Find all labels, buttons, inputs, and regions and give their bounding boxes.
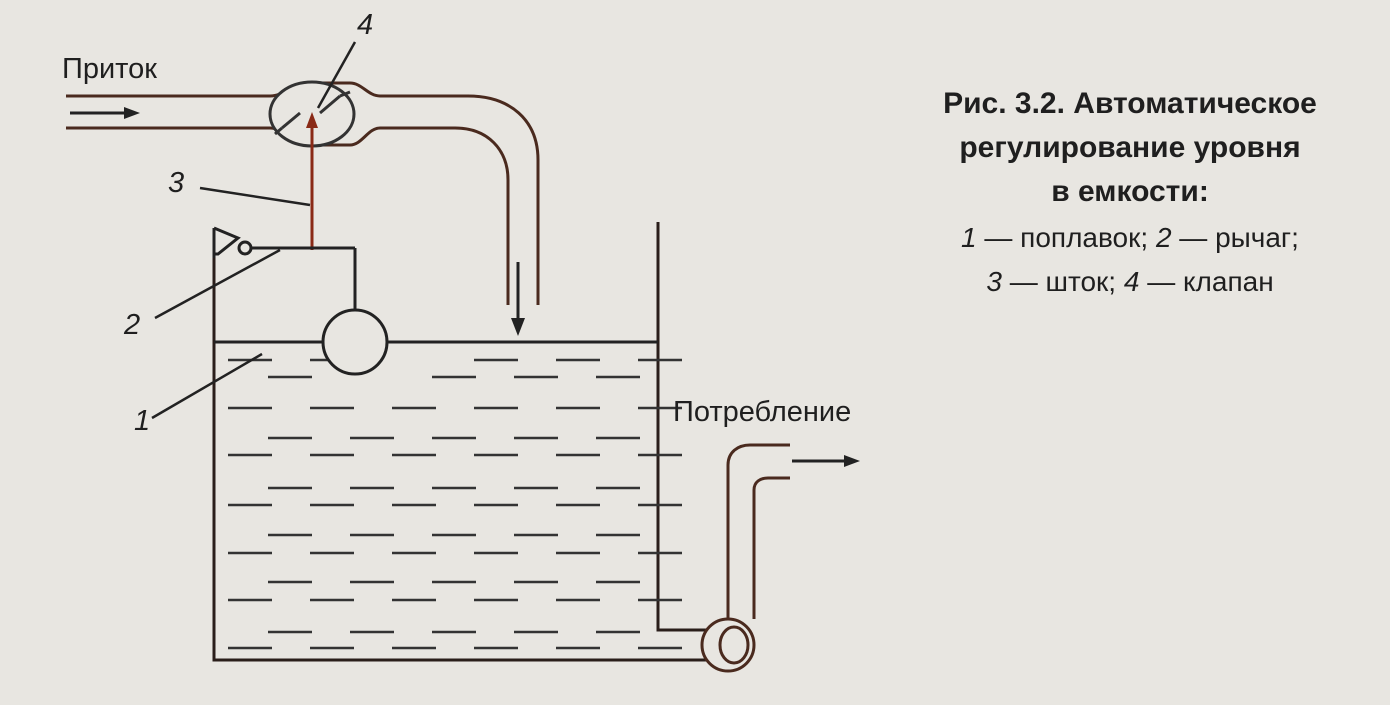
callout-3: 3 bbox=[168, 167, 184, 199]
inflow-arrow bbox=[70, 107, 140, 119]
callout-1: 1 bbox=[134, 405, 150, 437]
callout-2: 2 bbox=[123, 309, 140, 341]
liquid-hatching bbox=[228, 358, 682, 650]
legend-line-2: 3 — шток; 4 — клапан bbox=[986, 266, 1274, 297]
leader-lines bbox=[151, 41, 357, 420]
tank bbox=[212, 222, 712, 662]
consumption-arrow bbox=[792, 455, 860, 467]
figure-caption: Рис. 3.2. Автоматическое регулирование у… bbox=[890, 82, 1370, 304]
fill-arrow bbox=[511, 262, 525, 336]
stem-3 bbox=[306, 112, 318, 250]
pump bbox=[700, 443, 790, 673]
lever-2 bbox=[212, 226, 357, 310]
caption-title: Рис. 3.2. Автоматическое регулирование у… bbox=[943, 87, 1317, 208]
inflow-label: Приток bbox=[62, 53, 157, 85]
callout-4: 4 bbox=[357, 9, 373, 41]
legend-line-1: 1 — поплавок; 2 — рычаг; bbox=[961, 222, 1299, 253]
float-1 bbox=[321, 308, 389, 376]
caption-legend: 1 — поплавок; 2 — рычаг; 3 — шток; 4 — к… bbox=[890, 216, 1370, 304]
consumption-label: Потребление bbox=[673, 396, 851, 428]
